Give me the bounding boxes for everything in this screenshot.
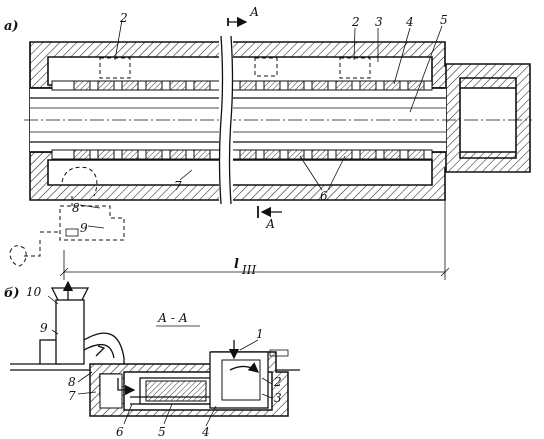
external-fan-dashed bbox=[40, 166, 125, 241]
callout-a-3: 3 bbox=[375, 15, 383, 29]
right-flow-arrow bbox=[229, 362, 259, 373]
view-a-plan: а) bbox=[4, 5, 532, 280]
callout-b-7: 7 bbox=[68, 389, 76, 403]
callout-b-9: 9 bbox=[40, 321, 48, 335]
fan-box-2b bbox=[339, 57, 371, 79]
dimension-subscript: III bbox=[241, 263, 256, 277]
callout-b-3: 3 bbox=[274, 391, 282, 405]
section-mark-top: А bbox=[227, 5, 259, 28]
motor-a bbox=[65, 228, 79, 237]
leader-5 bbox=[409, 25, 443, 113]
left-channel bbox=[99, 373, 123, 409]
section-title: А - А bbox=[157, 311, 188, 325]
callout-a-4: 4 bbox=[405, 15, 414, 29]
callout-b-2: 2 bbox=[273, 375, 282, 389]
fan-box-2a bbox=[99, 57, 131, 79]
callout-a-2-left: 2 bbox=[119, 11, 128, 25]
leader-b-3 bbox=[261, 393, 273, 399]
callout-a-9: 9 bbox=[80, 221, 88, 235]
callout-a-8: 8 bbox=[72, 201, 80, 215]
callout-b-5: 5 bbox=[158, 425, 166, 439]
leader-b-5 bbox=[163, 403, 173, 425]
callout-b-8: 8 bbox=[68, 375, 76, 389]
leader-b-2 bbox=[261, 377, 273, 385]
callout-a-6: 6 bbox=[320, 189, 328, 203]
lower-burner-row bbox=[51, 149, 433, 160]
section-letter-top: А bbox=[249, 5, 259, 19]
fan-stack bbox=[39, 280, 125, 365]
cart-inner bbox=[145, 380, 207, 402]
leader-6a bbox=[299, 155, 323, 191]
leader-b-4 bbox=[205, 405, 217, 427]
leader-7 bbox=[179, 169, 193, 181]
callout-b-10: 10 bbox=[26, 285, 42, 299]
leader-b-1 bbox=[239, 339, 259, 351]
break-line bbox=[218, 35, 234, 205]
leader-9 bbox=[87, 225, 105, 229]
leader-4 bbox=[393, 27, 411, 85]
view-b-section: б) А - А bbox=[4, 280, 300, 439]
dimension-label: l bbox=[234, 257, 239, 272]
view-a-label: а) bbox=[4, 19, 19, 34]
callout-a-5: 5 bbox=[440, 13, 448, 27]
motor-dashed bbox=[9, 240, 41, 267]
leader-b-9 bbox=[51, 329, 59, 335]
leader-b-10 bbox=[47, 295, 59, 305]
callout-a-7: 7 bbox=[174, 179, 182, 193]
callout-b-4: 4 bbox=[201, 425, 210, 439]
outlet-pipe bbox=[269, 349, 289, 357]
leader-6b bbox=[327, 155, 346, 191]
leader-2b bbox=[353, 27, 356, 61]
fan-box-mid bbox=[254, 57, 278, 77]
callout-b-6: 6 bbox=[116, 425, 124, 439]
left-flow-arrow bbox=[117, 378, 136, 396]
callout-a-2-right: 2 bbox=[351, 15, 360, 29]
leader-2a bbox=[114, 19, 123, 61]
section-letter-bottom: А bbox=[265, 217, 275, 231]
callout-b-1: 1 bbox=[256, 327, 264, 341]
leader-b-7 bbox=[77, 391, 97, 395]
fan-arrow bbox=[95, 345, 106, 357]
upper-burner-row bbox=[51, 80, 433, 91]
section-mark-bottom: А bbox=[257, 206, 282, 231]
leader-b-6 bbox=[123, 403, 133, 425]
dimension-line: l III bbox=[59, 172, 450, 280]
leader-b-8 bbox=[77, 371, 93, 383]
view-b-label: б) bbox=[4, 286, 20, 301]
